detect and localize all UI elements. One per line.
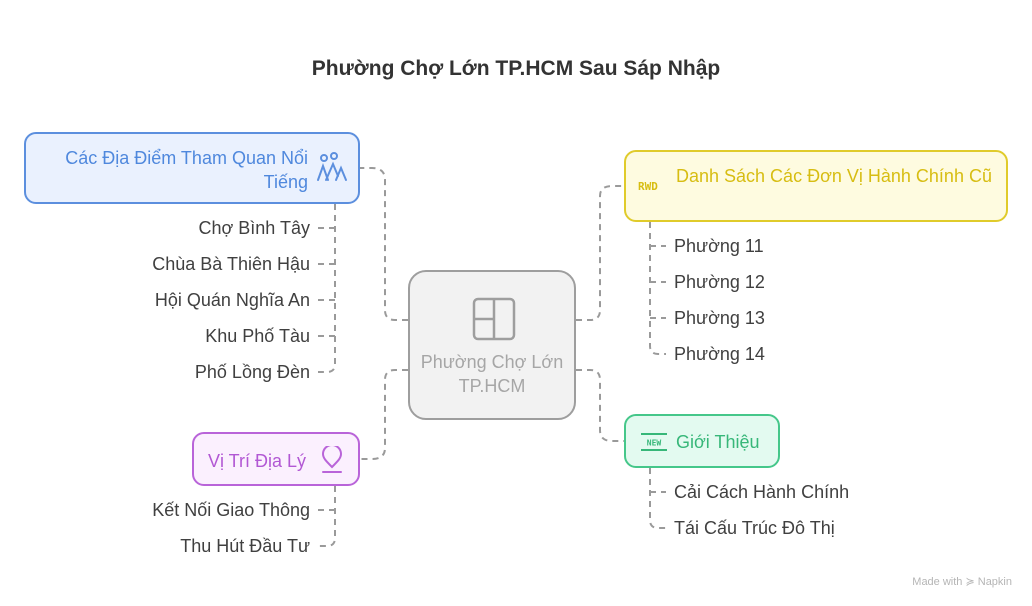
attraction-item[interactable]: Hội Quán Nghĩa An (154, 290, 310, 310)
old-unit-item[interactable]: Phường 14 (674, 344, 765, 364)
new-badge-icon: NEW (640, 433, 668, 456)
old-unit-item[interactable]: Phường 11 (674, 236, 764, 256)
layout-grid-icon (472, 297, 516, 346)
hiking-map-pins-icon (316, 152, 348, 189)
intro-item[interactable]: Cải Cách Hành Chính (674, 482, 850, 502)
center-node[interactable]: Phường Chợ Lớn TP.HCM (408, 270, 576, 420)
location-pin-icon (320, 444, 344, 479)
intro-item[interactable]: Tái Cấu Trúc Đô Thị (674, 518, 835, 538)
old-unit-item[interactable]: Phường 12 (674, 272, 765, 292)
center-node-label: Phường Chợ Lớn TP.HCM (420, 352, 564, 396)
attraction-item[interactable]: Phố Lồng Đèn (194, 362, 310, 382)
branch-attractions[interactable]: Các Địa Điểm Tham Quan Nổi Tiếng (24, 132, 360, 204)
made-with-napkin-footer[interactable]: Made with ≽ Napkin (912, 576, 1012, 588)
attraction-item[interactable]: Chợ Bình Tây (198, 218, 310, 238)
branch-intro-label: Giới Thiệu (676, 432, 760, 452)
rwd-icon: RWD (638, 180, 658, 193)
old-unit-item[interactable]: Phường 13 (674, 308, 765, 328)
attraction-item[interactable]: Khu Phố Tàu (205, 326, 310, 346)
diagram-title: Phường Chợ Lớn TP.HCM Sau Sáp Nhập (311, 57, 721, 80)
branch-intro[interactable]: NEW Giới Thiệu (624, 414, 780, 468)
location-item[interactable]: Kết Nối Giao Thông (152, 500, 310, 520)
branch-location-label: Vị Trí Địa Lý (208, 451, 307, 471)
location-item[interactable]: Thu Hút Đầu Tư (180, 536, 310, 556)
svg-text:NEW: NEW (647, 439, 662, 448)
branch-location[interactable]: Vị Trí Địa Lý (192, 432, 360, 486)
branch-old-units[interactable]: RWD Danh Sách Các Đơn Vị Hành Chính Cũ (624, 150, 1008, 222)
branch-attractions-label: Các Địa Điểm Tham Quan Nổi Tiếng (65, 148, 308, 192)
attraction-item[interactable]: Chùa Bà Thiên Hậu (152, 254, 310, 274)
branch-old-units-label: Danh Sách Các Đơn Vị Hành Chính Cũ (676, 166, 992, 186)
